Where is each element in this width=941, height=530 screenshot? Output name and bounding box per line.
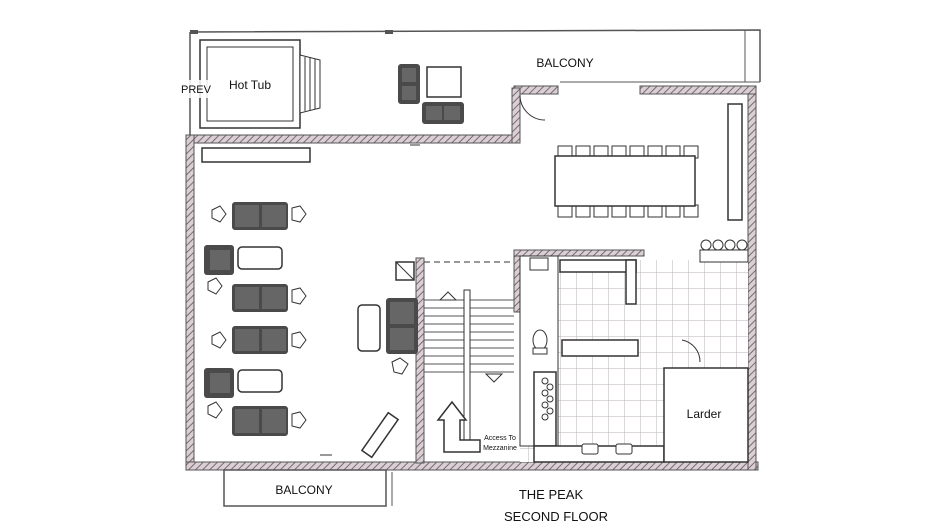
- plan-title-line2: SECOND FLOOR: [504, 509, 608, 524]
- upper-balcony: [189, 29, 761, 140]
- hot-tub-label: Hot Tub: [229, 78, 271, 92]
- plan-title-line1: THE PEAK: [519, 487, 584, 502]
- arrow-marks: [320, 144, 420, 456]
- kitchen: Larder: [519, 255, 749, 463]
- lower-balcony: BALCONY: [223, 469, 393, 507]
- prev-label: PREV: [181, 84, 212, 96]
- access-label-line2: Mezzanine: [483, 445, 517, 452]
- sideboard: [201, 147, 311, 163]
- dining-table: [519, 94, 749, 263]
- outer-walls: [185, 85, 759, 471]
- balcony-bottom-label: BALCONY: [275, 483, 332, 497]
- access-label-line1: Access To: [484, 435, 516, 442]
- hot-tub: Hot Tub: [199, 39, 321, 129]
- prev-button[interactable]: PREV: [178, 80, 212, 98]
- larder-label: Larder: [687, 407, 722, 421]
- lounge-furniture: [204, 202, 418, 459]
- balcony-furniture: BALCONY: [398, 56, 594, 124]
- staircase: Access To Mezzanine: [395, 261, 517, 453]
- balcony-top-label: BALCONY: [536, 56, 593, 70]
